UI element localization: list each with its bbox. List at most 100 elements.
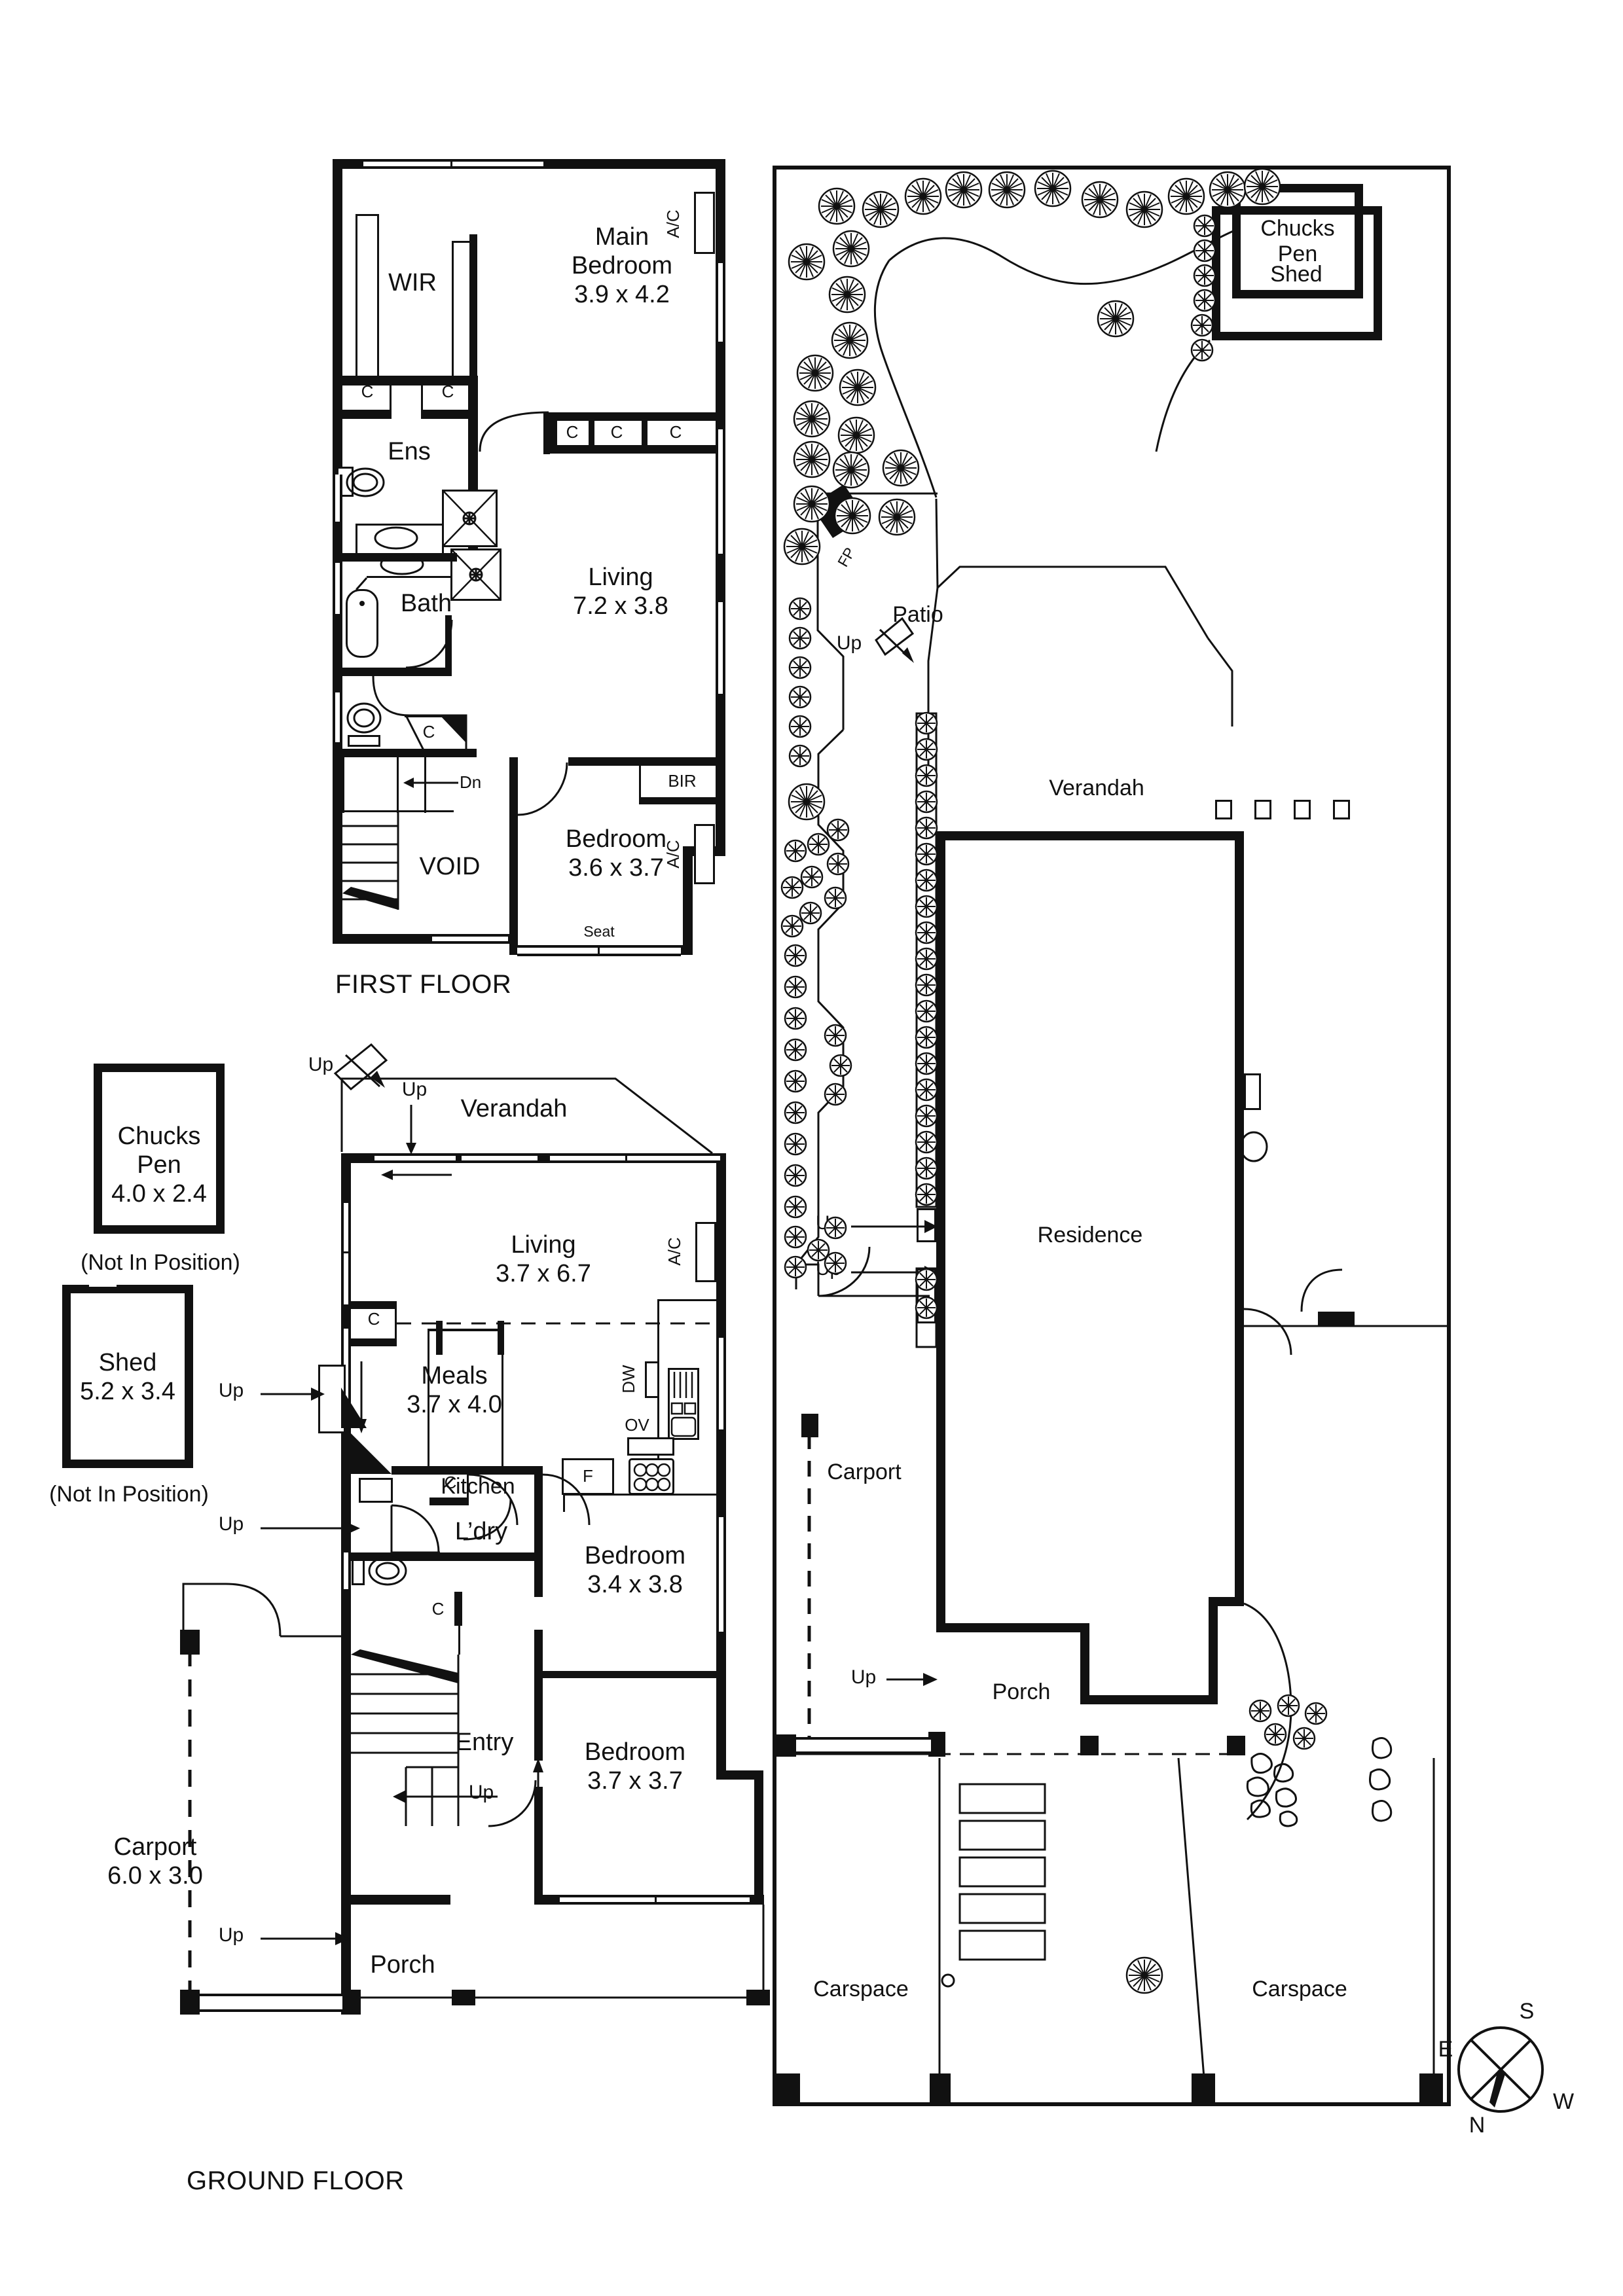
ff-closet-a-right <box>390 376 392 419</box>
site-residence-left <box>936 831 945 1631</box>
ff-dn-label: Dn <box>460 772 482 792</box>
gf-label-entry: Entry <box>455 1729 514 1756</box>
gf-chucks-pen-box <box>94 1064 225 1234</box>
site-residence-top <box>936 831 1244 840</box>
ff-window-right-1 <box>716 263 725 342</box>
gf-ldry-up-label: Up <box>218 1513 244 1535</box>
site-label-carspace-left: Carspace <box>813 1977 909 2001</box>
ff-ac-top-box <box>694 192 715 254</box>
gf-window-right-1 <box>716 1338 726 1429</box>
site-up-label-1: Up <box>815 1212 841 1234</box>
ff-closet-b-label: C <box>441 382 454 401</box>
gf-carport-post-tl <box>180 1630 200 1655</box>
ff-window-right-2 <box>716 429 725 554</box>
site-label-porch: Porch <box>992 1679 1051 1704</box>
ff-wall-bath-bottom <box>333 668 452 676</box>
gf-closet-top <box>351 1301 397 1309</box>
ff-wardrobe-2-left <box>452 241 454 378</box>
gf-verandah-up-1: Up <box>308 1054 334 1075</box>
gf-label-meals: Meals 3.7 x 4.0 <box>407 1362 502 1419</box>
gf-verandah-up-2: Up <box>401 1079 428 1100</box>
gf-kitchen-island-capR <box>498 1321 504 1355</box>
ff-ens-vanity-a-v <box>442 524 444 553</box>
first-floor-title: FIRST FLOOR <box>335 970 512 999</box>
ff-ens-vanity-a-left <box>356 524 357 553</box>
site-carport-post-tl <box>801 1414 818 1437</box>
gf-shed-note: (Not In Position) <box>49 1482 209 1507</box>
gf-wall-wc-bottom <box>351 1552 541 1561</box>
gf-wall-hall-3 <box>534 1787 543 1905</box>
ff-wall-step-v <box>683 846 693 955</box>
ff-label-bath: Bath <box>400 590 452 617</box>
site-carspace-post-4 <box>1419 2073 1443 2102</box>
gf-oven <box>627 1437 674 1456</box>
ff-wardrobe-c1: C <box>566 422 579 442</box>
site-carport-post-bl <box>776 1734 796 1757</box>
ff-wall-ens-bath <box>333 553 457 562</box>
gf-label-bedroom-2: Bedroom 3.7 x 3.7 <box>584 1738 686 1795</box>
gf-closet-bottom <box>351 1338 397 1346</box>
site-chucks-pen-label: Chucks Pen <box>1260 216 1335 267</box>
gf-laundry-trough <box>359 1478 393 1503</box>
gf-kitchen-island-top <box>428 1329 503 1331</box>
gf-ldry-closet-right <box>467 1466 469 1505</box>
compass-label-e: E <box>1438 2037 1453 2062</box>
gf-kitchen-island-left <box>428 1331 429 1474</box>
site-carport-post-br <box>928 1732 945 1757</box>
ff-wardrobe-2-top <box>452 241 476 243</box>
gf-ldry-closet-label: C <box>444 1473 457 1492</box>
gf-porch-up-label: Up <box>218 1924 244 1946</box>
ff-ac-bottom-box <box>694 824 715 884</box>
ff-label-living: Living 7.2 x 3.8 <box>573 564 668 620</box>
gf-kitchen-sink <box>668 1368 699 1440</box>
site-label-residence: Residence <box>1037 1223 1143 1247</box>
site-residence-window-box <box>1244 1073 1261 1110</box>
site-east-door-post <box>1318 1312 1355 1326</box>
gf-dw-label: DW <box>618 1365 638 1393</box>
site-fp-label: FP <box>834 544 859 570</box>
ff-closet-a-label: C <box>361 382 374 401</box>
ff-wardrobe-wir-top <box>356 214 379 216</box>
ff-seat-mullion <box>598 945 600 956</box>
site-up-ramp-2 <box>917 1268 936 1323</box>
ff-stair-riser-v1 <box>397 757 399 813</box>
gf-wall-bed2-bump-v <box>754 1770 763 1895</box>
ff-bir-bottom <box>639 797 725 804</box>
compass-label-w: W <box>1552 2089 1575 2114</box>
ff-wall-void-right <box>509 757 518 945</box>
gf-closet-label: C <box>367 1309 380 1329</box>
site-paver-4 <box>1333 800 1350 819</box>
gf-wall-hall <box>534 1466 543 1597</box>
gf-meals-door-panel <box>318 1365 346 1433</box>
ff-bath-vanity <box>367 576 452 578</box>
site-label-carport: Carport <box>827 1460 902 1484</box>
ff-closet-b-bottom <box>421 410 475 419</box>
gf-wall-bed2-bump <box>716 1770 763 1780</box>
ff-wall-left <box>333 159 342 944</box>
gf-window-left-1-mullion <box>341 1251 351 1253</box>
site-porch-post-mid <box>1080 1736 1099 1755</box>
gf-hall-closet-label: C <box>431 1599 445 1619</box>
ff-wardrobe-wir-right <box>377 214 379 378</box>
ff-seat-label: Seat <box>583 923 615 940</box>
ff-stair-box-top <box>342 757 344 813</box>
ff-bir-left <box>639 766 641 798</box>
gf-stair-up-label: Up <box>468 1782 494 1803</box>
site-residence-notch-v <box>1080 1623 1089 1704</box>
ff-closet-a-bottom <box>342 410 392 419</box>
gf-closet-right <box>395 1301 397 1346</box>
site-boundary-right <box>1447 166 1451 2106</box>
